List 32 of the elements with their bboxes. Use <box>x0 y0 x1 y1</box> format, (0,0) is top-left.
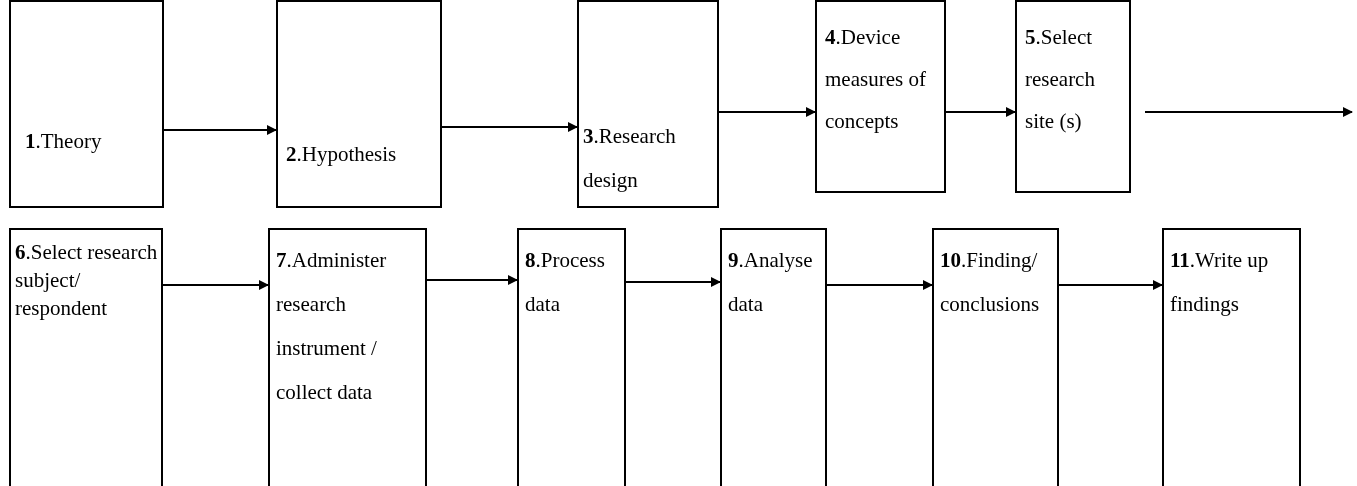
step-text: 1.Theory <box>25 128 103 155</box>
step-text: 7.Administer research instrument / collect data <box>276 247 388 406</box>
process-box <box>1162 228 1301 486</box>
step-text: 3.Research design <box>583 123 677 194</box>
process-box <box>1015 0 1131 193</box>
step-text: 5.Select research site (s) <box>1025 24 1096 135</box>
arrow <box>426 275 518 285</box>
arrow <box>1058 280 1163 290</box>
arrow <box>826 280 933 290</box>
step-text: 10.Finding/ conclusions <box>940 247 1041 318</box>
process-box <box>276 0 442 208</box>
process-box <box>268 228 427 486</box>
arrow <box>718 107 816 117</box>
process-box <box>577 0 719 208</box>
step-text: 11.Write up findings <box>1170 247 1270 318</box>
process-box <box>932 228 1059 486</box>
process-box <box>9 0 164 208</box>
step-text: 6.Select research subject/ respondent <box>15 239 159 322</box>
process-box <box>815 0 946 193</box>
process-box <box>9 228 163 486</box>
step-text: 4.Device measures of concepts <box>825 24 927 135</box>
arrow <box>1144 107 1353 117</box>
arrow <box>945 107 1016 117</box>
process-box <box>517 228 626 486</box>
arrow <box>162 280 269 290</box>
process-box <box>720 228 827 486</box>
arrow <box>441 122 578 132</box>
step-text: 8.Process data <box>525 247 606 318</box>
arrow <box>163 125 277 135</box>
arrow <box>625 277 721 287</box>
step-text: 9.Analyse data <box>728 247 814 318</box>
step-text: 2.Hypothesis <box>286 141 398 168</box>
